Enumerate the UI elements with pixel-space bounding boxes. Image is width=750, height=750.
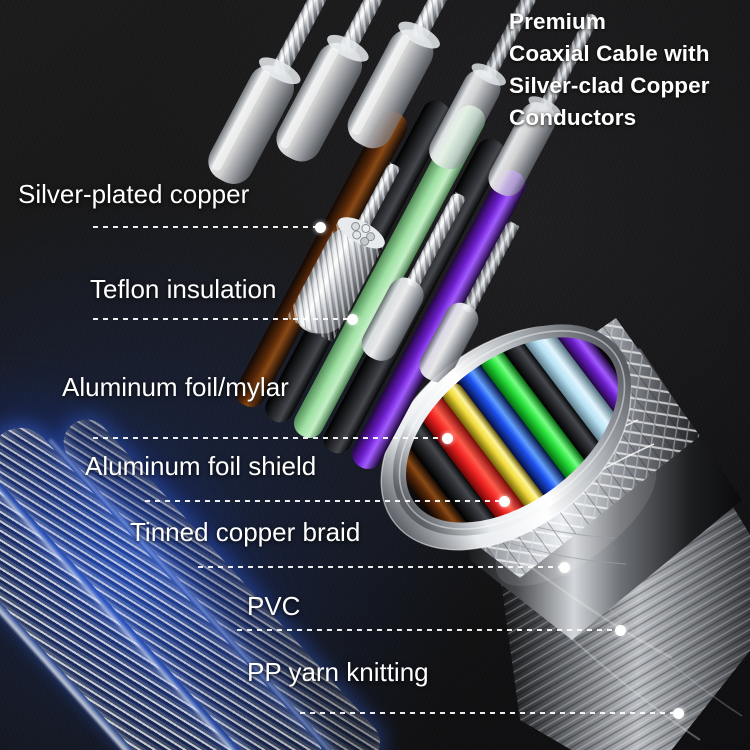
callout-label-teflon-insulation: Teflon insulation [90,274,277,304]
callout-label-aluminum-foil-shield: Aluminum foil shield [85,451,317,481]
product-title: Premium Coaxial Cable with Silver-clad C… [509,6,749,134]
title-line-4: Conductors [509,105,637,130]
callout-leader-line-pvc [237,629,619,631]
callout-endpoint-dot-silver-plated-copper [315,222,326,233]
callout-endpoint-dot-tinned-copper-braid [559,562,570,573]
callout-leader-line-aluminum-foil-shield [145,500,505,502]
callout-endpoint-dot-aluminum-foil-mylar [442,433,453,444]
callout-label-tinned-copper-braid: Tinned copper braid [130,517,361,547]
callout-label-silver-plated-copper: Silver-plated copper [18,179,250,209]
callout-endpoint-dot-pvc [615,625,626,636]
callout-leader-line-aluminum-foil-mylar [93,437,448,439]
callout-label-pvc: PVC [247,591,301,621]
callout-leader-line-pp-yarn-knitting [300,712,680,714]
callout-endpoint-dot-aluminum-foil-shield [499,496,510,507]
title-line-2: Coaxial Cable with [509,41,710,66]
callout-leader-line-tinned-copper-braid [198,566,564,568]
callout-leader-line-teflon-insulation [93,318,355,320]
callout-endpoint-dot-teflon-insulation [347,314,358,325]
callout-leader-line-silver-plated-copper [93,226,321,228]
title-line-3: Silver-clad Copper [509,73,710,98]
callout-label-aluminum-foil-mylar: Aluminum foil/mylar [62,372,289,402]
callout-endpoint-dot-pp-yarn-knitting [673,708,684,719]
callout-label-pp-yarn-knitting: PP yarn knitting [247,657,429,687]
title-line-1: Premium [509,9,606,34]
